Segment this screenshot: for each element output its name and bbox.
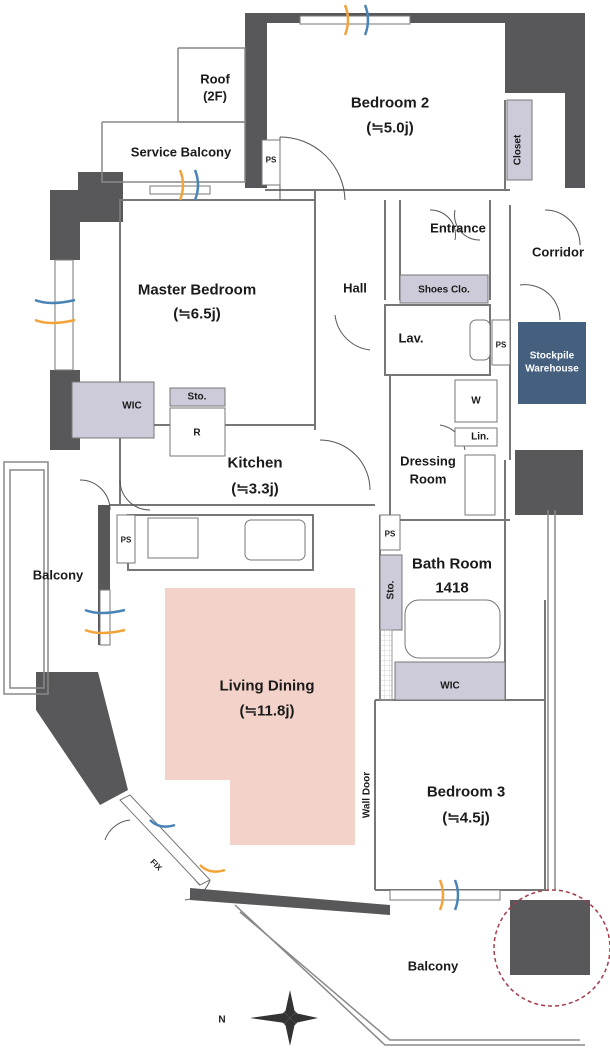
roof-line1: Roof: [200, 71, 230, 87]
master-bedroom-name: Master Bedroom: [137, 281, 257, 299]
master-bedroom-size: (≒6.5j): [173, 305, 221, 323]
balcony-left-label: Balcony: [32, 567, 84, 583]
exterior-walls: [36, 13, 590, 975]
wic-bedroom3-label: WIC: [440, 680, 460, 692]
stockpile-line2: Warehouse: [525, 363, 579, 375]
washer-label: W: [471, 395, 481, 407]
bedroom-2-size: (≒5.0j): [366, 119, 414, 137]
closet-label: Closet: [512, 134, 524, 166]
ps-bath-label: PS: [384, 529, 396, 539]
bedroom-3-size: (≒4.5j): [442, 809, 490, 827]
storage-master-label: Sto.: [187, 391, 207, 403]
balcony-bottom-label: Balcony: [407, 958, 459, 974]
living-dining-highlight: [165, 588, 355, 845]
linen-label: Lin.: [471, 431, 489, 443]
fixtures: [71, 99, 533, 701]
ps-bedroom2-label: PS: [265, 155, 277, 165]
service-balcony-label: Service Balcony: [130, 144, 232, 160]
wic-master-label: WIC: [122, 400, 142, 412]
roof-line2: (2F): [203, 88, 227, 104]
ps-kitchen-label: PS: [120, 535, 132, 545]
balcony-outlines: [3, 47, 585, 1046]
door-swings: [79, 136, 581, 901]
windows: [54, 15, 501, 901]
storage-bath-label: Sto.: [385, 580, 397, 600]
wall-door-label: Wall Door: [361, 771, 373, 819]
stockpile-warehouse-area: [518, 322, 586, 404]
compass-rose: [250, 990, 318, 1046]
kitchen-size: (≒3.3j): [231, 480, 279, 498]
bedroom-3-name: Bedroom 3: [426, 783, 506, 801]
bath-room-size: 1418: [435, 579, 469, 597]
hall-label: Hall: [343, 280, 367, 296]
bath-room-name: Bath Room: [412, 555, 492, 573]
shoes-closet-label: Shoes Clo.: [418, 284, 470, 296]
living-dining-name: Living Dining: [219, 677, 315, 695]
kitchen-name: Kitchen: [227, 454, 283, 472]
lav-label: Lav.: [398, 330, 424, 346]
bedroom-2-name: Bedroom 2: [350, 94, 430, 112]
ps-lav-label: PS: [495, 340, 507, 350]
living-dining-size: (≒11.8j): [239, 702, 295, 720]
dressing-room-line2: Room: [409, 471, 447, 487]
ventilation-arrows: [34, 4, 460, 911]
compass-north-label: N: [218, 1014, 226, 1026]
stockpile-line1: Stockpile: [529, 350, 575, 362]
entrance-label: Entrance: [430, 220, 486, 236]
dressing-room-line1: Dressing: [400, 453, 456, 469]
corridor-label: Corridor: [532, 244, 584, 260]
fridge-label: R: [193, 427, 201, 439]
